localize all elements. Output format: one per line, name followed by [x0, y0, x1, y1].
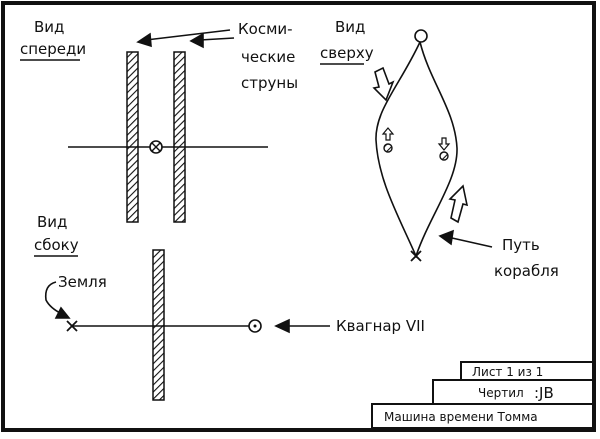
- leader-arrow-left-string: [136, 29, 231, 48]
- drawn-by-value: :JB: [534, 384, 554, 402]
- sheet-border: [1, 1, 596, 432]
- front-view: Вид спереди Косми- ческие струны: [20, 18, 298, 223]
- cosmic-string-side: [152, 249, 165, 401]
- front-view-label-line1: Вид: [34, 18, 64, 36]
- top-start-circle: [414, 29, 428, 43]
- earth-marker: [66, 320, 78, 332]
- leader-arrow-quasar: [274, 318, 330, 334]
- ship-path-label-line2: корабля: [494, 262, 559, 280]
- cosmic-strings-label-line1: Косми-: [238, 20, 293, 38]
- top-view-label-line2: сверху: [320, 44, 374, 62]
- side-view-label-line2: сбоку: [34, 236, 79, 254]
- top-view: Вид сверху Путь корабля: [320, 18, 559, 280]
- top-end-cross: [410, 250, 422, 262]
- side-view-label-line1: Вид: [37, 213, 67, 231]
- title-block-title-cell: [371, 403, 594, 429]
- top-view-label-line1: Вид: [335, 18, 365, 36]
- small-arrow-down-right: [437, 137, 451, 151]
- front-view-label-line2: спереди: [20, 40, 86, 58]
- ship-path-label-line1: Путь: [502, 236, 540, 254]
- string-section-left: [383, 143, 393, 153]
- side-view: Вид сбоку Земля Квагнар VII: [34, 213, 425, 401]
- small-arrow-up-left: [381, 127, 395, 141]
- title-block: Лист 1 из 1 Чертил :JB Машина времени То…: [371, 361, 594, 429]
- leader-arrow-ship-path: [438, 229, 493, 248]
- leader-arrow-earth: [44, 281, 71, 319]
- cosmic-string-left: [126, 51, 139, 223]
- drawn-by-label: Чертил: [478, 386, 524, 400]
- quasar-label: Квагнар VII: [336, 317, 425, 335]
- string-section-right: [439, 151, 449, 161]
- sheet-number: Лист 1 из 1: [472, 365, 543, 379]
- title-block-drawn-cell: [432, 379, 594, 405]
- leader-arrow-right-string: [189, 32, 235, 49]
- cosmic-strings-label-line3: струны: [241, 74, 298, 92]
- direction-arrow-down: [372, 66, 395, 102]
- direction-arrow-up: [448, 184, 469, 224]
- cosmic-string-right: [173, 51, 186, 223]
- cosmic-strings-label-line2: ческие: [241, 48, 295, 66]
- earth-label: Земля: [58, 273, 107, 291]
- drawing-title: Машина времени Томма: [384, 410, 538, 424]
